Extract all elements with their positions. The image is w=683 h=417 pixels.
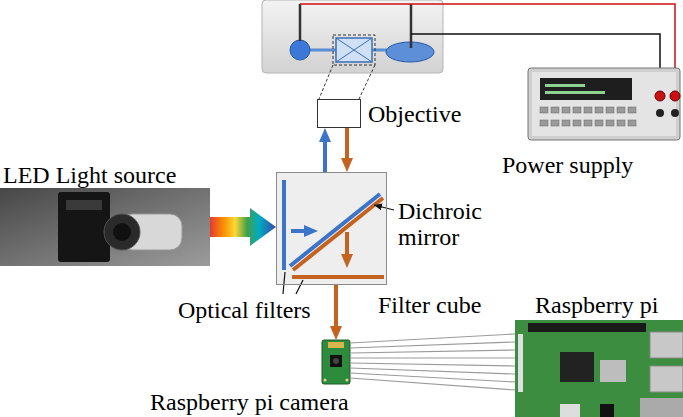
ribbon-wire <box>350 373 515 382</box>
camera-connector <box>328 342 344 348</box>
terminal <box>671 109 679 117</box>
power-supply: Power supply <box>527 68 683 140</box>
usb-port <box>650 366 683 392</box>
probe-needle <box>410 4 413 48</box>
filter-cube: Filter cube <box>276 172 387 285</box>
led-photo-ground <box>0 188 210 266</box>
light-path-arrow <box>323 137 327 172</box>
ribbon-wire <box>350 368 515 374</box>
node-label: LED Light source <box>3 162 176 188</box>
power-supply-display <box>540 78 632 100</box>
power-supply-body <box>528 68 680 140</box>
node-label: Raspberry pi camera <box>150 389 349 415</box>
leader-line <box>374 205 394 210</box>
emission-light-arrow <box>345 232 349 259</box>
lamp-ring <box>104 214 140 250</box>
dichroic-mirror-label: Dichroic mirror <box>398 198 503 250</box>
soc-chip <box>560 352 594 382</box>
raspberry-pi-pcb <box>515 320 683 417</box>
emission-filter <box>292 275 384 279</box>
focus-area <box>333 35 375 65</box>
ribbon-cable <box>350 334 515 390</box>
power-supply-buttons <box>540 107 636 126</box>
node-label: Filter cube <box>378 292 481 318</box>
usb-port <box>650 332 683 358</box>
mount-hole <box>346 379 349 382</box>
probe-needle <box>299 4 302 41</box>
excitation-light-arrow <box>291 229 309 233</box>
light-beam-arrow <box>210 208 276 246</box>
sensing-area-mark <box>336 38 372 62</box>
led-unit-panel <box>66 200 102 210</box>
emission-light-arrow <box>347 128 348 163</box>
node-label: Power supply <box>502 152 633 178</box>
dichroic-mirror <box>290 194 380 266</box>
raspberry-pi-camera: Raspberry pi camera <box>322 340 350 384</box>
leader-line <box>296 280 303 294</box>
channel <box>308 49 336 52</box>
gpio-header <box>528 323 646 332</box>
lamp-lens <box>113 223 131 241</box>
optical-filters-label: Optical filters <box>178 297 311 323</box>
terminal <box>656 109 664 117</box>
excitation-light-arrow <box>210 208 276 246</box>
objective-lens: Objective <box>317 99 361 128</box>
audio-port <box>600 404 614 417</box>
leader-line <box>283 272 285 294</box>
csi-connector <box>518 334 523 392</box>
node-label: Raspberry pi <box>535 292 658 318</box>
terminal <box>655 91 665 101</box>
focus-line <box>319 65 333 99</box>
camera-board <box>322 340 350 384</box>
excitation-light-arrow <box>325 137 326 172</box>
camera-lens <box>330 355 342 367</box>
objective-body <box>317 99 361 128</box>
power-supply-panel <box>532 72 676 136</box>
chip <box>600 360 626 382</box>
ribbon-wire <box>350 350 515 353</box>
camera-lens-glass <box>333 358 339 364</box>
node-label: Objective <box>368 101 461 127</box>
dichroic-mirror <box>293 198 383 270</box>
mount-hole <box>324 379 327 382</box>
filter-cube-fill <box>276 172 387 285</box>
display-segment <box>545 91 605 94</box>
sensing-area-mark <box>336 38 372 62</box>
led-unit <box>58 192 110 262</box>
display-segment <box>545 84 585 87</box>
emission-light-arrow <box>336 285 337 331</box>
ribbon-wire <box>350 357 515 358</box>
hdmi-port <box>560 404 580 417</box>
light-path-arrow <box>334 285 338 331</box>
terminal <box>670 91 680 101</box>
sample-stage <box>262 0 443 73</box>
raspberry-pi-board: Raspberry pi <box>515 320 683 417</box>
ethernet-port <box>640 398 683 417</box>
sensing-area <box>336 38 372 62</box>
ribbon-wire <box>350 378 515 390</box>
focus-line <box>359 65 375 99</box>
contact-pad <box>290 40 310 60</box>
ribbon-wire <box>350 363 515 366</box>
excitation-filter <box>282 180 286 270</box>
ribbon-wire <box>350 342 515 348</box>
light-path-arrow <box>345 128 349 163</box>
ribbon-wire <box>350 334 515 343</box>
led-light-source: LED Light source <box>0 188 210 266</box>
